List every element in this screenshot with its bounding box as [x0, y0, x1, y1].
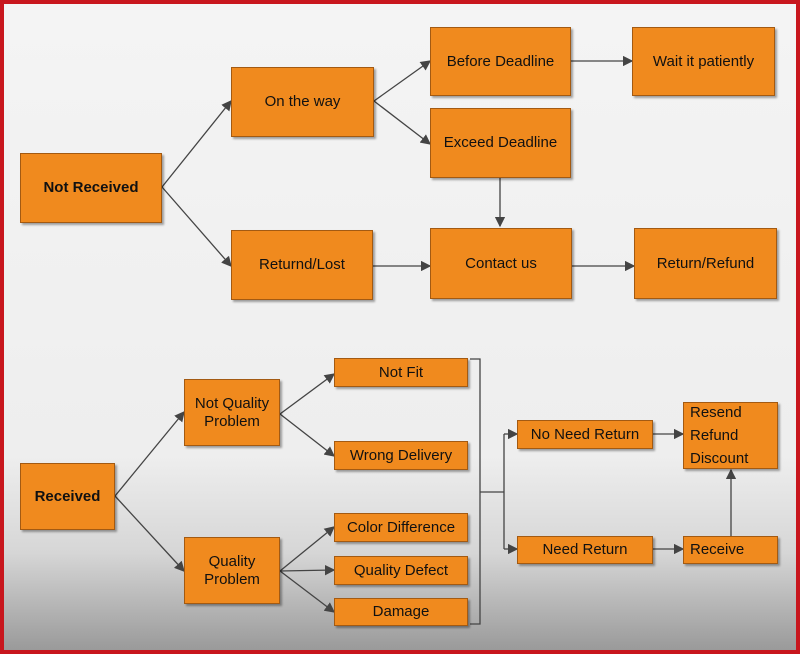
node-receive-label: Receive — [690, 541, 745, 558]
issues-bracket — [470, 358, 481, 625]
node-color-difference: Color Difference — [334, 513, 468, 542]
node-resolution-refund: Refund — [690, 427, 739, 444]
arrow-received-to-not-quality — [114, 410, 185, 497]
node-damage-label: Damage — [372, 603, 430, 620]
node-not-fit-label: Not Fit — [378, 363, 424, 381]
connector-lines — [114, 55, 737, 625]
node-return-refund-label: Return/Refund — [656, 254, 755, 272]
node-not-received-label: Not Received — [43, 179, 139, 196]
node-before-deadline-label: Before Deadline — [446, 52, 555, 70]
arrow-not-received-to-on-the-way — [161, 99, 232, 188]
node-quality-problem-line1: Quality — [208, 552, 256, 570]
node-received-label: Received — [34, 487, 101, 505]
arrow-on-the-way-to-before-deadline — [373, 60, 432, 102]
node-returnd-lost-label: Returnd/Lost — [259, 256, 345, 273]
node-quality-defect: Quality Defect — [334, 556, 468, 585]
node-resolution: Resend Refund Discount — [683, 402, 778, 469]
node-wrong-delivery: Wrong Delivery — [334, 441, 468, 470]
node-not-quality-problem-line1: Not Quality — [194, 394, 270, 412]
node-resolution-resend: Resend — [690, 404, 742, 421]
node-wait-patiently-label: Wait it patiently — [652, 52, 755, 70]
node-not-quality-problem: Not Quality Problem — [184, 379, 280, 446]
arrow-quality-to-quality-defect — [279, 564, 336, 576]
arrow-not-quality-to-not-fit — [279, 373, 336, 415]
node-returnd-lost: Returnd/Lost — [231, 230, 373, 300]
arrow-quality-to-damage — [279, 570, 336, 613]
node-receive: Receive — [683, 536, 778, 564]
node-on-the-way: On the way — [231, 67, 374, 137]
arrow-received-to-quality — [114, 495, 185, 572]
arrow-quality-to-color-difference — [279, 526, 336, 572]
node-quality-problem-line2: Problem — [204, 570, 260, 588]
node-damage: Damage — [334, 598, 468, 626]
arrow-on-the-way-to-exceed-deadline — [373, 100, 432, 145]
node-need-return-label: Need Return — [542, 541, 628, 558]
node-contact-us: Contact us — [430, 228, 572, 299]
node-not-quality-problem-line2: Problem — [204, 412, 260, 430]
node-exceed-deadline-label: Exceed Deadline — [443, 134, 558, 151]
arrow-not-received-to-returnd-lost — [161, 186, 232, 267]
node-wrong-delivery-label: Wrong Delivery — [349, 446, 453, 464]
node-resolution-discount: Discount — [690, 450, 749, 467]
node-received: Received — [20, 463, 115, 530]
node-no-need-return: No Need Return — [517, 420, 653, 449]
node-before-deadline: Before Deadline — [430, 27, 571, 96]
node-not-received: Not Received — [20, 153, 162, 223]
node-exceed-deadline: Exceed Deadline — [430, 108, 571, 178]
node-color-difference-label: Color Difference — [346, 518, 456, 536]
node-quality-defect-label: Quality Defect — [353, 561, 449, 579]
node-no-need-return-label: No Need Return — [530, 425, 640, 443]
node-return-refund: Return/Refund — [634, 228, 777, 299]
node-need-return: Need Return — [517, 536, 653, 564]
node-contact-us-label: Contact us — [465, 254, 537, 272]
arrow-not-quality-to-wrong-delivery — [279, 413, 336, 457]
node-quality-problem: Quality Problem — [184, 537, 280, 604]
node-wait-patiently: Wait it patiently — [632, 27, 775, 96]
node-on-the-way-label: On the way — [264, 93, 341, 110]
node-not-fit: Not Fit — [334, 358, 468, 387]
